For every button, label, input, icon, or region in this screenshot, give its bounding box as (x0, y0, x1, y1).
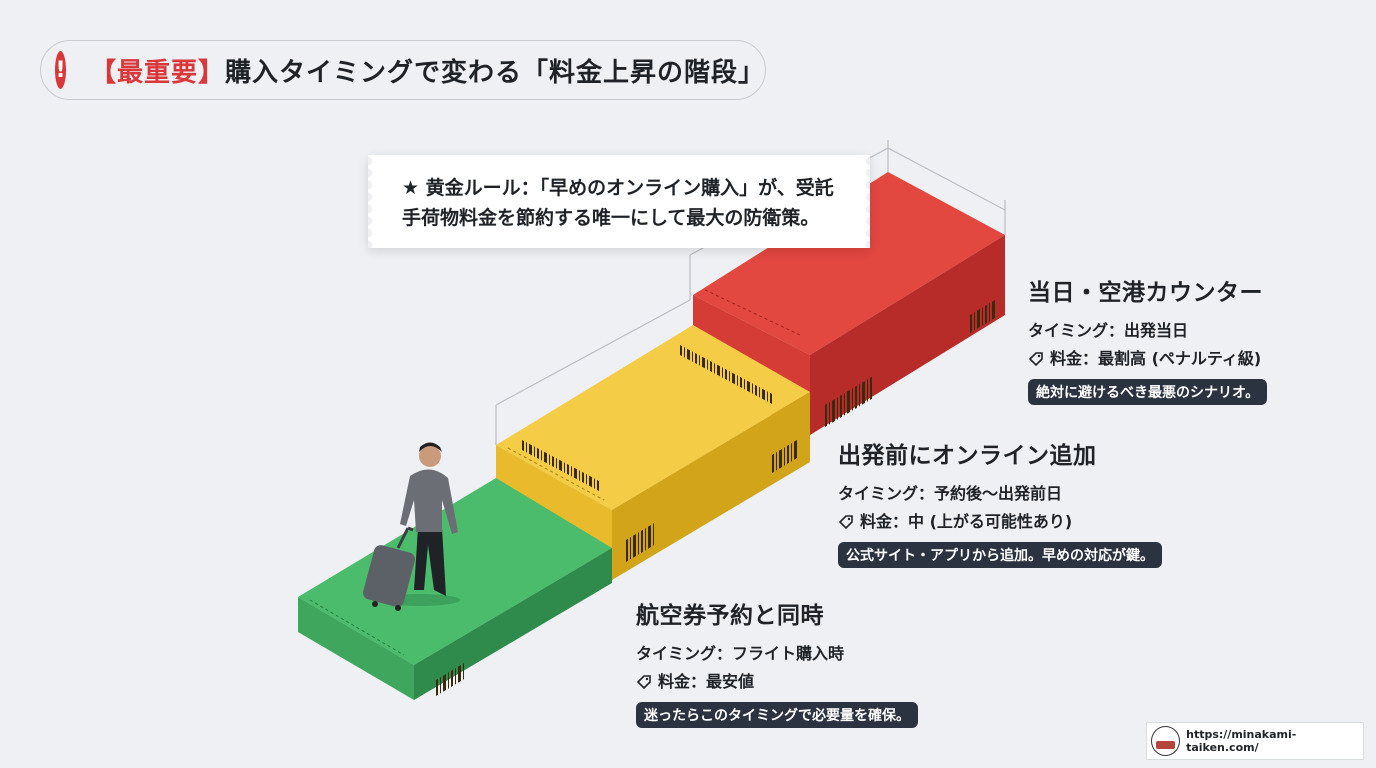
title-accent: 【最重要】 (89, 57, 225, 88)
site-url[interactable]: https://minakami-taiken.com/ (1186, 728, 1297, 754)
step-heading: 出発前にオンライン追加 (838, 443, 1097, 469)
golden-rule-line-2: 手荷物料金を節約する唯一にして最大の防衛策。 (402, 207, 820, 229)
price-tag-icon (636, 675, 651, 690)
golden-rule-line-1: ★ 黄金ルール：「早めのオンライン購入」が、受託 (402, 177, 834, 199)
site-credit[interactable]: https://minakami-taiken.com/ (1146, 722, 1364, 760)
step-timing: タイミング：予約後〜出発前日 (838, 484, 1063, 503)
step-heading: 航空券予約と同時 (636, 603, 824, 629)
title-main: 購入タイミングで変わる「料金上昇の階段」 (224, 57, 765, 88)
traveler-figure (363, 442, 460, 611)
step-note-badge: 公式サイト・アプリから追加。早めの対応が鍵。 (838, 542, 1162, 568)
barcode-marks (436, 299, 995, 696)
step-note-badge: 迷ったらこのタイミングで必要量を確保。 (636, 702, 918, 728)
price-tag-icon (1028, 352, 1043, 367)
step-price: 料金：中 (上がる可能性あり) (838, 508, 1162, 536)
step-note-badge: 絶対に避けるべき最悪のシナリオ。 (1028, 379, 1268, 405)
price-tag-icon (838, 515, 853, 530)
step-label-book-with-ticket: 航空券予約と同時 タイミング：フライト購入時 料金：最安値 迷ったらこのタイミン… (636, 596, 918, 728)
step-timing: タイミング：出発当日 (1028, 321, 1189, 340)
step-price: 料金：最安値 (636, 668, 918, 696)
step-label-airport-counter: 当日・空港カウンター タイミング：出発当日 料金：最割高 (ペナルティ級) 絶対… (1028, 273, 1268, 405)
alert-icon: ! (55, 51, 66, 89)
step-price: 料金：最割高 (ペナルティ級) (1028, 345, 1267, 373)
title-banner: ! 【最重要】購入タイミングで変わる「料金上昇の階段」 (40, 40, 766, 100)
golden-rule-callout: ★ 黄金ルール：「早めのオンライン購入」が、受託 手荷物料金を節約する唯一にして… (368, 155, 870, 248)
page-title: 【最重要】購入タイミングで変わる「料金上昇の階段」 (90, 52, 765, 89)
step-label-online-add: 出発前にオンライン追加 タイミング：予約後〜出発前日 料金：中 (上がる可能性あ… (838, 436, 1162, 568)
site-logo-icon (1151, 726, 1181, 756)
step-timing: タイミング：フライト購入時 (636, 644, 845, 663)
step-green-block (298, 478, 612, 700)
step-heading: 当日・空港カウンター (1028, 280, 1263, 306)
